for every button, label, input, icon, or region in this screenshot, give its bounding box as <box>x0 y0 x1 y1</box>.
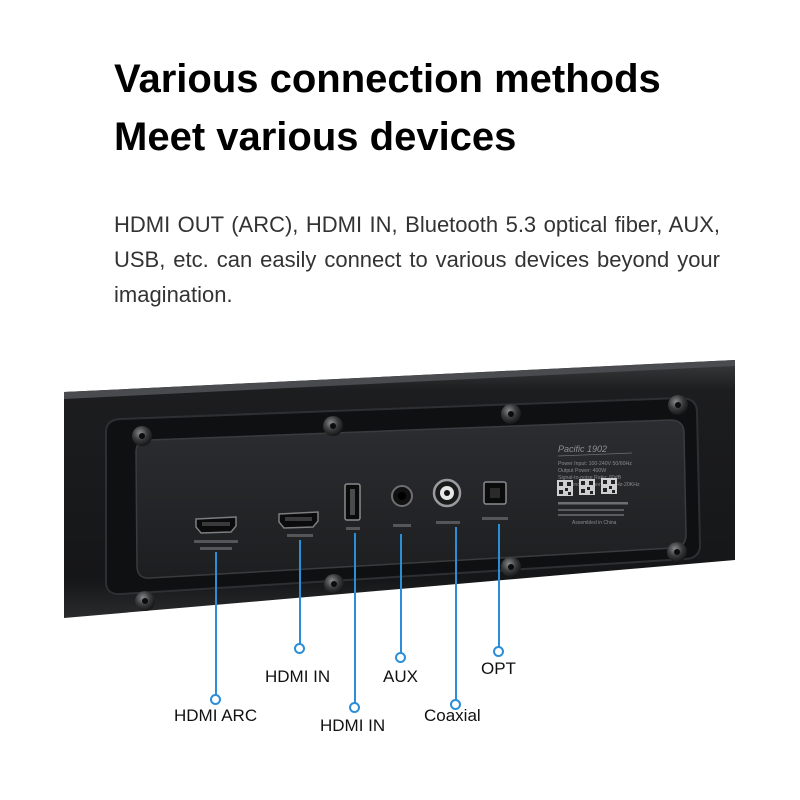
headline-line-2: Meet various devices <box>114 115 517 159</box>
panel-made-in: Assembled in China <box>572 520 617 526</box>
hdmi-in-1-callout-dot <box>294 643 305 654</box>
screw-icon <box>132 426 152 446</box>
screw-icon <box>135 591 155 611</box>
label-aux: AUX <box>383 667 418 686</box>
label-hdmi-in-2: HDMI IN <box>320 716 386 735</box>
panel-spec-1: Power Input: 100-240V 50/60Hz <box>558 461 632 467</box>
headline-line-1: Various connection methods <box>114 57 661 101</box>
screw-icon <box>668 395 688 415</box>
screw-icon <box>501 404 521 424</box>
soundbar-top-edge <box>64 360 735 399</box>
screw-icon <box>667 542 687 562</box>
screw-icon <box>324 574 344 594</box>
hdmi-port-icon <box>278 511 319 529</box>
hdmi-in-2-callout-line <box>354 533 356 704</box>
hdmi-in-2-callout-dot <box>349 702 360 713</box>
coaxial-jack-icon <box>432 478 462 508</box>
headline: Various connection methods Meet various … <box>114 50 661 166</box>
screw-icon <box>323 416 343 436</box>
label-opt: OPT <box>481 659 516 678</box>
label-hdmi-in-1: HDMI IN <box>265 667 331 686</box>
panel-model-text: Pacific 1902 <box>558 444 607 454</box>
description: HDMI OUT (ARC), HDMI IN, Bluetooth 5.3 o… <box>114 212 720 307</box>
aux-callout-line <box>400 534 402 654</box>
hdmi-in-1-callout-line <box>299 540 301 645</box>
hdmi-port-icon <box>195 516 237 534</box>
soundbar-back-panel: Pacific 1902 Power Input: 100-240V 50/60… <box>64 360 735 618</box>
opt-callout-line <box>498 524 500 648</box>
label-hdmi-arc: HDMI ARC <box>174 706 258 725</box>
hdmi-arc-callout-dot <box>210 694 221 705</box>
qr-code-icon <box>557 480 573 496</box>
coaxial-callout-dot <box>450 699 461 710</box>
coaxial-callout-line <box>455 527 457 701</box>
label-coaxial: Coaxial <box>424 706 481 725</box>
aux-callout-dot <box>395 652 406 663</box>
opt-callout-dot <box>493 646 504 657</box>
panel-spec-3: Signal-to-noise Ratio: 80dB <box>558 475 622 481</box>
aux-jack-icon <box>391 485 413 507</box>
screw-icon <box>501 557 521 577</box>
hdmi-arc-callout-line <box>215 552 217 696</box>
panel-spec-2: Output Power: 400W <box>558 468 606 474</box>
optical-port-icon <box>483 481 507 505</box>
panel-spec-4: Frequency Response: 70Hz-20KHz <box>558 482 640 488</box>
qr-code-icon <box>601 478 617 494</box>
qr-code-icon <box>579 479 595 495</box>
usb-port-icon <box>344 483 361 521</box>
